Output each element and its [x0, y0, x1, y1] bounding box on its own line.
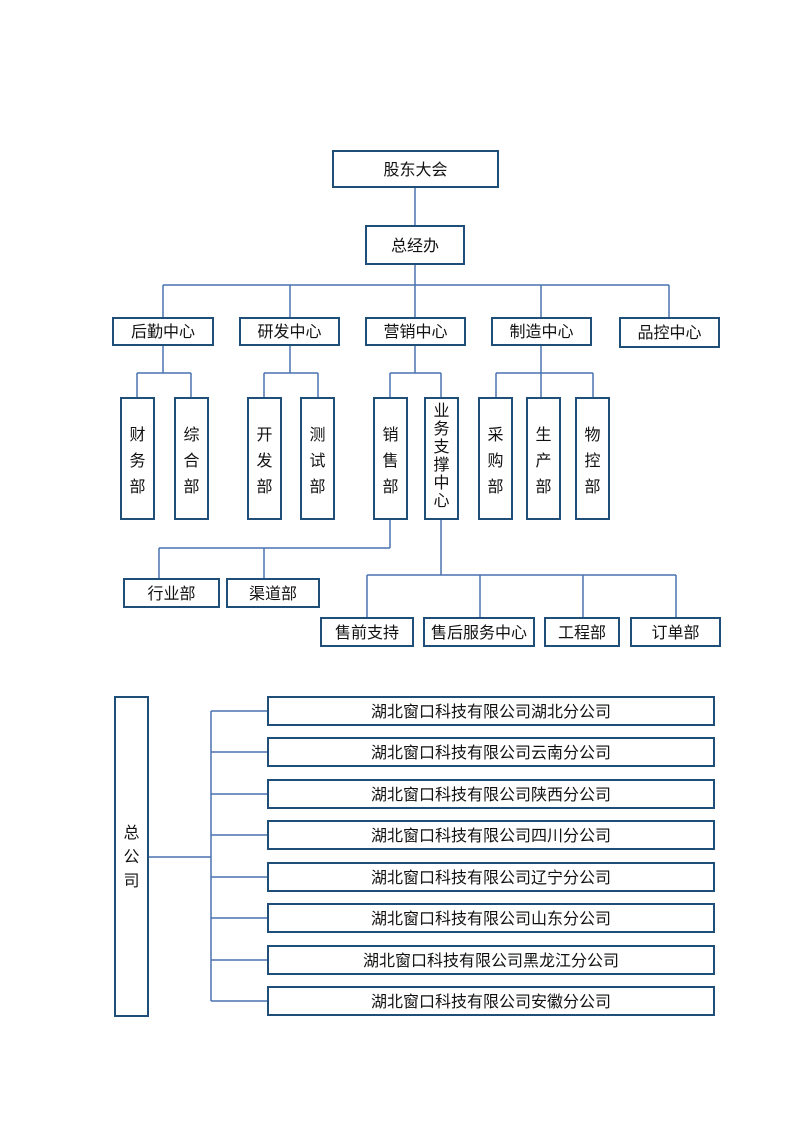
node-materials-dept: 物控部 [575, 397, 610, 520]
node-manufacturing-center: 制造中心 [491, 317, 592, 346]
node-orders-dept: 订单部 [630, 617, 721, 647]
node-label: 后勤中心 [131, 322, 195, 341]
branch-item: 湖北窗口科技有限公司安徽分公司 [267, 986, 715, 1016]
node-industry-dept: 行业部 [123, 578, 220, 608]
branch-label: 湖北窗口科技有限公司黑龙江分公司 [363, 951, 619, 970]
node-head-office: 总公司 [114, 696, 149, 1017]
branch-item: 湖北窗口科技有限公司湖北分公司 [267, 696, 715, 726]
branch-item: 湖北窗口科技有限公司四川分公司 [267, 820, 715, 850]
node-label: 行业部 [147, 584, 195, 603]
branch-label: 湖北窗口科技有限公司陕西分公司 [371, 785, 611, 804]
node-production-dept: 生产部 [526, 397, 561, 520]
vertical-label: 物控部 [584, 425, 600, 496]
node-purchasing-dept: 采购部 [478, 397, 513, 520]
branch-item: 湖北窗口科技有限公司陕西分公司 [267, 779, 715, 809]
branch-label: 湖北窗口科技有限公司云南分公司 [371, 743, 611, 762]
node-development-dept: 开发部 [247, 397, 282, 520]
node-channel-dept: 渠道部 [226, 578, 320, 608]
connector-lines [136, 187, 677, 618]
branch-connector-lines [148, 710, 268, 1002]
node-label: 股东大会 [383, 160, 447, 179]
branch-label: 湖北窗口科技有限公司湖北分公司 [371, 702, 611, 721]
node-business-support-center: 业务支撑中心 [424, 397, 459, 520]
node-label: 总经办 [391, 236, 439, 255]
vertical-label: 销售部 [382, 425, 398, 496]
node-engineering-dept: 工程部 [544, 617, 620, 647]
node-shareholders-meeting: 股东大会 [332, 150, 499, 188]
vertical-label: 生产部 [535, 425, 551, 496]
node-general-office: 总经办 [365, 225, 465, 265]
branch-item: 湖北窗口科技有限公司辽宁分公司 [267, 862, 715, 892]
node-label: 制造中心 [509, 322, 573, 341]
node-label: 售后服务中心 [431, 623, 527, 642]
node-label: 研发中心 [257, 322, 321, 341]
branch-item: 湖北窗口科技有限公司山东分公司 [267, 903, 715, 933]
branch-label: 湖北窗口科技有限公司山东分公司 [371, 909, 611, 928]
node-label: 工程部 [558, 623, 606, 642]
branch-item: 湖北窗口科技有限公司云南分公司 [267, 737, 715, 767]
node-label: 售前支持 [335, 623, 399, 642]
node-general-dept: 综合部 [174, 397, 209, 520]
node-logistics-center: 后勤中心 [112, 317, 214, 346]
node-label: 营销中心 [383, 322, 447, 341]
node-aftersales-center: 售后服务中心 [423, 617, 535, 647]
vertical-label: 总公司 [123, 823, 139, 890]
vertical-label: 采购部 [487, 425, 503, 496]
node-label: 订单部 [651, 623, 699, 642]
vertical-label: 综合部 [183, 425, 199, 496]
branch-label: 湖北窗口科技有限公司安徽分公司 [371, 992, 611, 1011]
branch-item: 湖北窗口科技有限公司黑龙江分公司 [267, 945, 715, 975]
branch-list: 湖北窗口科技有限公司湖北分公司 湖北窗口科技有限公司云南分公司 湖北窗口科技有限… [267, 696, 715, 1016]
node-finance-dept: 财务部 [120, 397, 155, 520]
node-marketing-center: 营销中心 [365, 317, 466, 346]
vertical-label: 财务部 [129, 425, 145, 496]
node-label: 渠道部 [249, 584, 297, 603]
vertical-label: 测试部 [309, 425, 325, 496]
node-testing-dept: 测试部 [300, 397, 335, 520]
node-quality-center: 品控中心 [619, 317, 720, 348]
vertical-label: 开发部 [256, 425, 272, 496]
node-rnd-center: 研发中心 [239, 317, 340, 346]
node-sales-dept: 销售部 [373, 397, 408, 520]
vertical-label: 业务支撑中心 [433, 401, 449, 510]
branch-label: 湖北窗口科技有限公司辽宁分公司 [371, 868, 611, 887]
branch-label: 湖北窗口科技有限公司四川分公司 [371, 826, 611, 845]
node-presales-support: 售前支持 [320, 617, 414, 647]
node-label: 品控中心 [637, 323, 701, 342]
